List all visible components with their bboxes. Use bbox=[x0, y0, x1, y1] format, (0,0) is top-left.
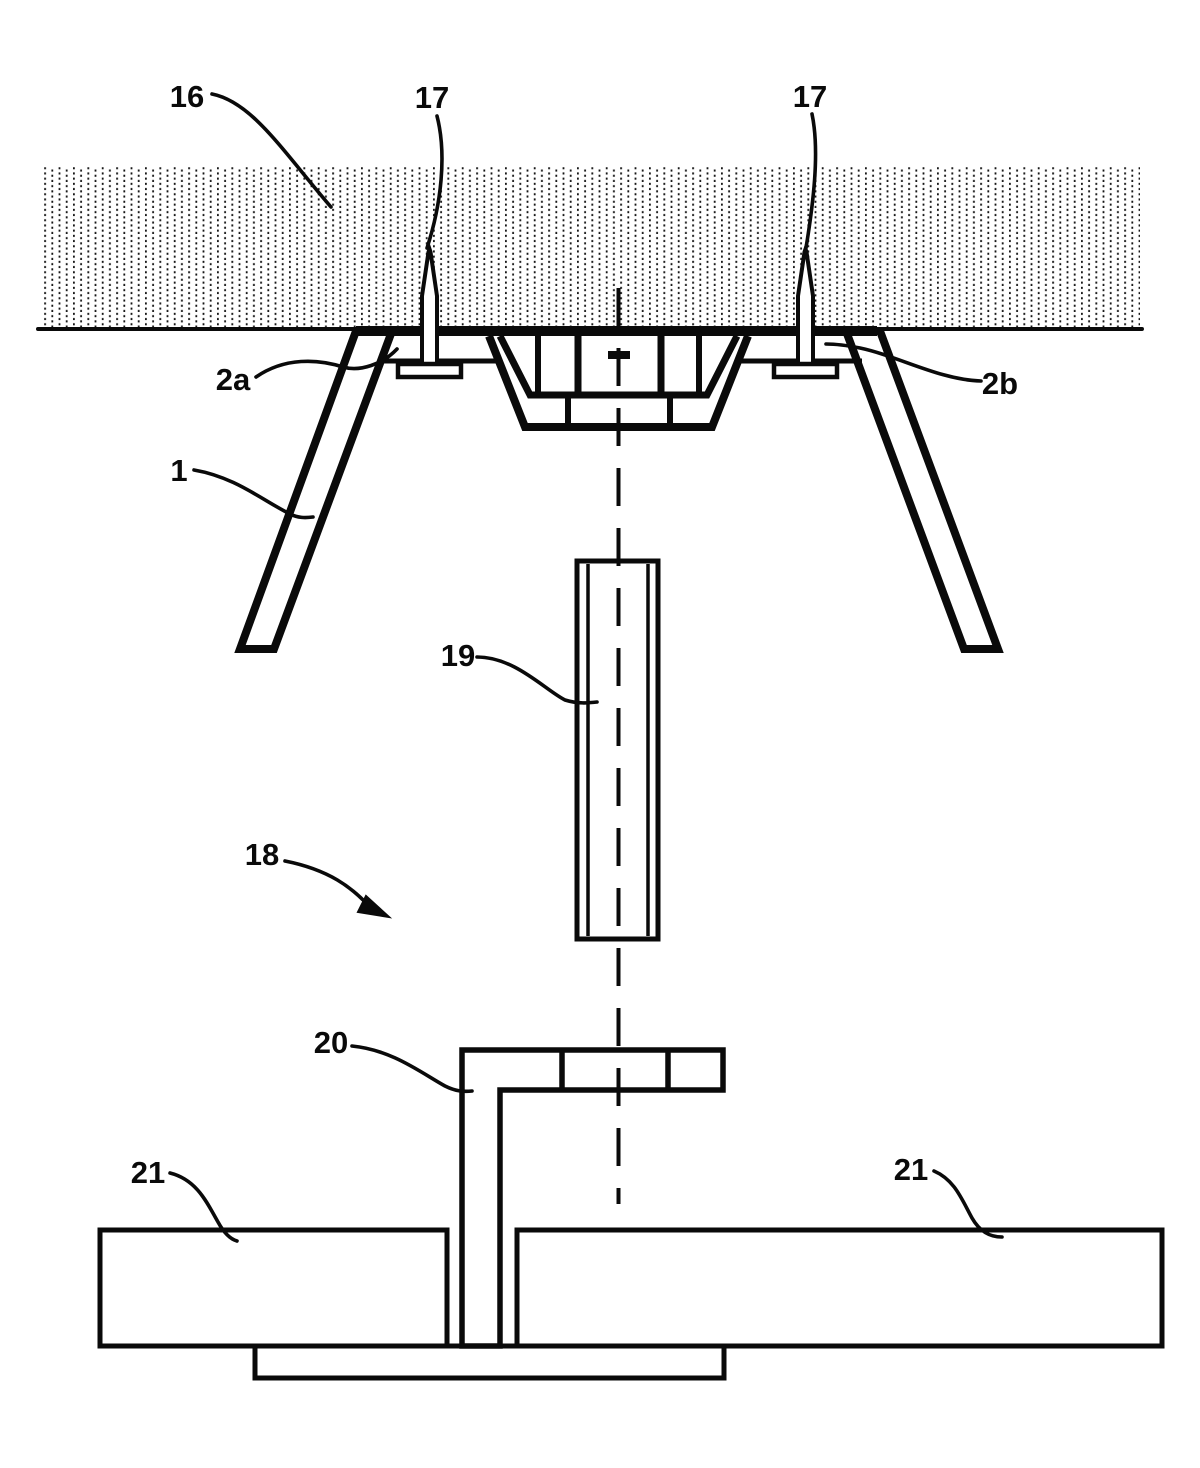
nail-right bbox=[771, 242, 840, 380]
leader-20 bbox=[350, 1044, 474, 1094]
l-bracket bbox=[459, 1047, 726, 1349]
panel-right bbox=[514, 1227, 1165, 1349]
leader-1 bbox=[192, 468, 315, 520]
leader-21-right bbox=[932, 1169, 1004, 1239]
nail-right-shaft bbox=[796, 242, 815, 366]
channel-inner bbox=[496, 334, 741, 399]
label-16: 16 bbox=[170, 79, 204, 114]
panel-left bbox=[97, 1227, 450, 1349]
leader-16 bbox=[210, 92, 333, 209]
nail-left-shaft bbox=[420, 242, 439, 366]
base-plate bbox=[252, 1343, 727, 1381]
channel-mouth-walls bbox=[535, 336, 702, 393]
leader-19 bbox=[475, 655, 599, 705]
clamp-nut-faces bbox=[574, 336, 665, 395]
label-1: 1 bbox=[170, 453, 187, 488]
label-17-left: 17 bbox=[415, 80, 449, 115]
leader-17-right bbox=[804, 112, 818, 250]
leader-21-left bbox=[168, 1171, 239, 1243]
label-2a: 2a bbox=[216, 362, 251, 397]
leader-17-left bbox=[425, 114, 444, 250]
bracket-leg-right bbox=[840, 327, 1004, 653]
nail-left-head-plate bbox=[395, 361, 464, 380]
arrow-18-head bbox=[356, 894, 393, 919]
label-21-right: 21 bbox=[894, 1152, 928, 1187]
label-2b: 2b bbox=[982, 366, 1018, 401]
label-18: 18 bbox=[245, 837, 279, 872]
channel-lower-box bbox=[565, 395, 673, 427]
label-20: 20 bbox=[314, 1025, 348, 1060]
nail-right-head-plate bbox=[771, 361, 840, 380]
leader-2b bbox=[824, 342, 983, 383]
bracket-leg-left bbox=[234, 327, 398, 653]
nail-left bbox=[395, 242, 464, 380]
threaded-tube-walls bbox=[586, 564, 650, 936]
leader-2a bbox=[254, 347, 399, 379]
arrow-18-line bbox=[283, 859, 370, 907]
label-21-left: 21 bbox=[131, 1155, 165, 1190]
ceiling-hatch bbox=[40, 167, 1140, 327]
l-bracket-dividers bbox=[559, 1050, 671, 1090]
label-19: 19 bbox=[441, 638, 475, 673]
label-17-right: 17 bbox=[793, 79, 827, 114]
